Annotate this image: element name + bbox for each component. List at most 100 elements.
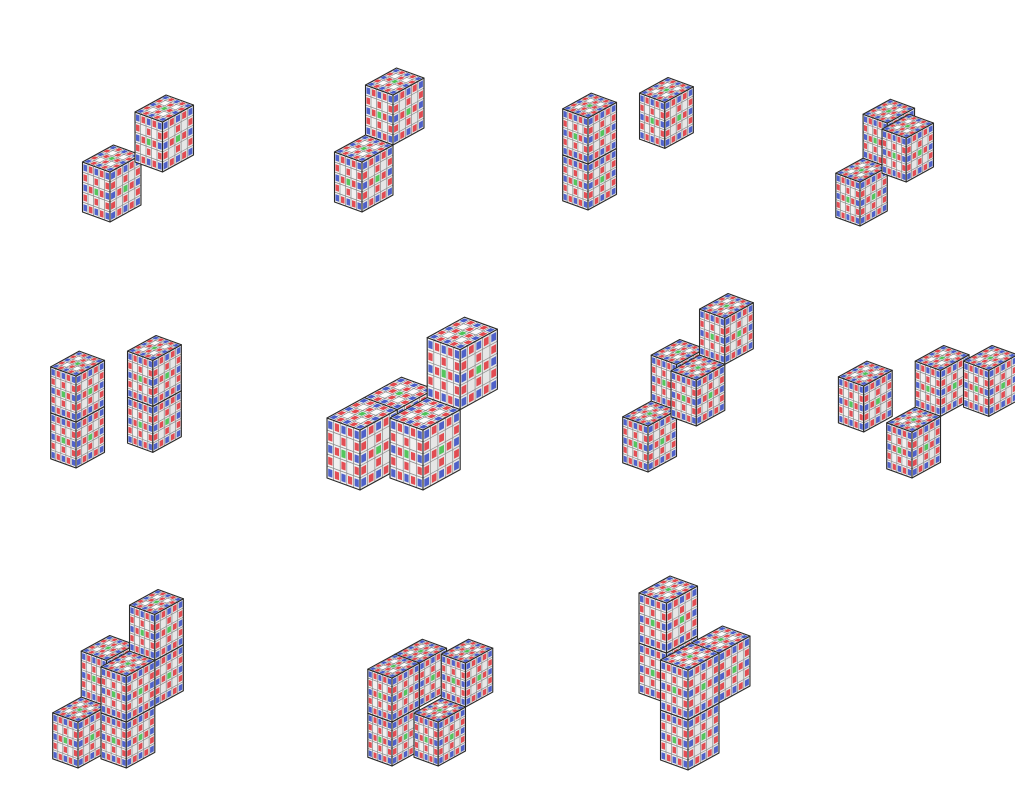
lattice-cell [107, 735, 110, 742]
lattice-cell [404, 437, 408, 446]
lattice-cell [684, 700, 688, 708]
lattice-cell [640, 605, 644, 613]
lattice-cell [151, 633, 154, 640]
lattice-cell [657, 621, 661, 629]
lattice-cell [57, 371, 60, 378]
lattice-cell [415, 724, 418, 731]
lattice-cell [378, 710, 381, 717]
lattice-cell [59, 717, 62, 724]
lattice-cell [879, 121, 882, 128]
lattice-cell [72, 376, 75, 383]
lattice-cell [684, 750, 688, 758]
lattice-cell [411, 428, 415, 437]
lattice-cell [839, 416, 842, 423]
lattice-cube [836, 158, 887, 226]
lattice-cell [142, 136, 146, 144]
lattice-cube [368, 654, 419, 722]
lattice-cell [844, 381, 847, 388]
lattice-cell [579, 116, 582, 123]
lattice-cell [389, 125, 393, 133]
lattice-cell [62, 437, 65, 444]
lattice-cell [149, 425, 152, 432]
lattice-cell [106, 182, 110, 190]
lattice-cell [74, 731, 77, 738]
lattice-cell [391, 445, 395, 454]
lattice-cell [447, 676, 450, 683]
lattice-cell [657, 601, 661, 609]
lattice-cell [369, 724, 372, 731]
lattice-cell [369, 671, 372, 678]
lattice-cell [117, 757, 120, 764]
lattice-cell [112, 728, 115, 735]
lattice-cell [67, 420, 70, 427]
lattice-cell [569, 177, 572, 184]
lattice-cell [874, 137, 877, 144]
lattice-cell [136, 144, 140, 152]
lattice-cell [62, 382, 65, 389]
lattice-cell [926, 385, 929, 392]
lattice-cell [860, 386, 863, 393]
lattice-cell [418, 466, 422, 475]
lattice-cell [657, 651, 661, 659]
lattice-cell [898, 447, 901, 454]
lattice-cell [352, 180, 356, 188]
lattice-cell [136, 627, 139, 634]
lattice-cell [341, 449, 345, 458]
lattice-cell [864, 125, 867, 132]
lattice-cell [455, 350, 459, 359]
lattice-cell [57, 453, 60, 460]
lattice-cell [569, 131, 572, 138]
lattice-cell [849, 410, 852, 417]
lattice-cell [122, 704, 125, 711]
lattice-cell [139, 440, 142, 447]
lattice-cell [378, 131, 382, 139]
lattice-cell [682, 377, 685, 384]
lattice-cell [57, 417, 60, 424]
lattice-cell [52, 387, 55, 394]
lattice-cell [372, 89, 376, 97]
lattice-cell [574, 161, 577, 168]
lattice-cell [662, 643, 666, 651]
lattice-cell [52, 424, 55, 431]
lattice-cell [82, 653, 85, 660]
lattice-cell [975, 394, 978, 401]
lattice-cell [348, 452, 352, 461]
lattice-cell [651, 659, 655, 667]
lattice-cell [82, 662, 85, 669]
lattice-cell [153, 120, 157, 128]
lattice-cell [684, 680, 688, 688]
lattice-cell [640, 95, 643, 102]
lattice-cell [855, 403, 858, 410]
lattice-cell [569, 195, 572, 202]
lattice-cell [389, 95, 393, 103]
lattice-cell [107, 671, 110, 678]
lattice-cube [887, 407, 941, 478]
lattice-cell [684, 760, 688, 768]
lattice-cell [429, 738, 432, 745]
lattice-cell [657, 396, 660, 403]
lattice-cell [378, 121, 382, 129]
lattice-cell [846, 179, 849, 186]
lattice-cell [667, 363, 670, 370]
lattice-cell [684, 670, 688, 678]
assembly-panel [53, 590, 184, 768]
lattice-cell [849, 383, 852, 390]
lattice-cell [144, 442, 147, 449]
lattice-cell [908, 432, 911, 439]
lattice-cell [139, 403, 142, 410]
lattice-cell [926, 404, 929, 411]
lattice-cell [908, 469, 911, 476]
lattice-cell [57, 435, 60, 442]
lattice-cell [652, 376, 655, 383]
lattice-cell [428, 388, 432, 397]
lattice-cell [158, 152, 162, 160]
lattice-cell [579, 181, 582, 188]
lattice-cell [134, 373, 137, 380]
lattice-cell [678, 718, 682, 726]
lattice-cube [700, 294, 754, 365]
lattice-cell [678, 708, 682, 716]
lattice-cube [53, 697, 107, 768]
lattice-cell [428, 340, 432, 349]
lattice-cell [564, 138, 567, 145]
lattice-cell [347, 178, 351, 186]
